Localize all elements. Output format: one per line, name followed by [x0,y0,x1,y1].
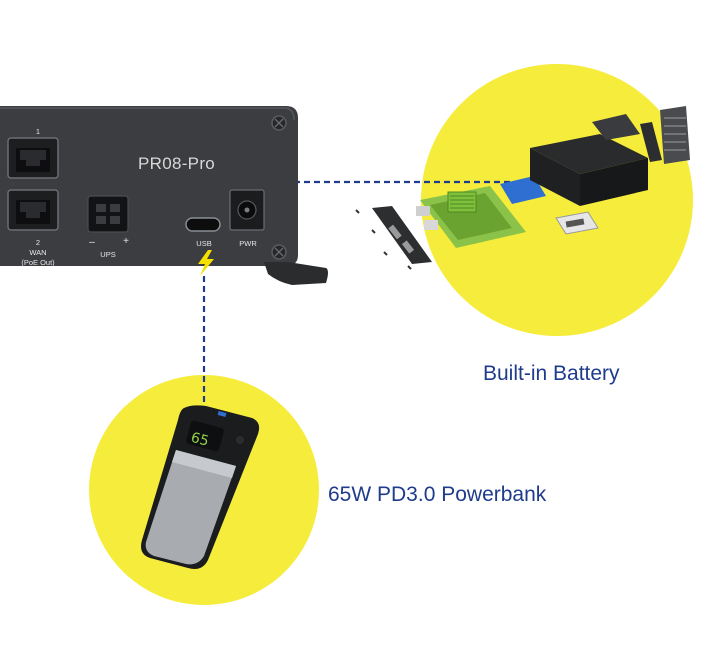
usb-label: USB [196,239,212,248]
wan-label: WAN [29,248,47,257]
ups-connector [87,195,129,233]
ethernet-port-2 [7,189,59,231]
router-device [0,106,328,285]
ethernet-port-1 [7,137,59,179]
powerbank-illustration: 65 [141,405,260,569]
pwr-label: PWR [239,239,257,248]
port-2-label: 2 [35,238,41,247]
device-model-label: PR08-Pro [138,154,216,173]
svg-text:65: 65 [189,430,210,450]
battery-assembly-illustration [355,106,690,270]
ups-label: UPS [100,250,116,259]
battery-caption: Built-in Battery [483,362,620,385]
lightning-bolt-icon [198,250,214,276]
powerbank-caption: 65W PD3.0 Powerbank [328,483,547,506]
poe-out-label: (PoE Out) [21,258,55,267]
power-jack [229,189,265,231]
ups-minus-label: – [89,237,95,248]
port-1-label: 1 [35,127,41,136]
ups-plus-label: + [123,236,129,247]
usb-c-port [185,217,221,232]
